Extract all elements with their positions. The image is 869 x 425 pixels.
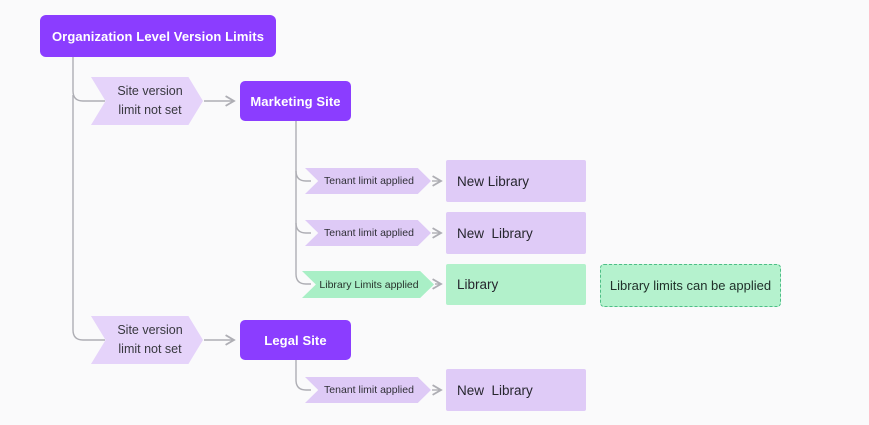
node-label: Marketing Site: [250, 93, 341, 109]
condition-label-line2: limit not set: [118, 103, 182, 117]
condition-label-line2: limit not set: [118, 342, 182, 356]
node-marketing-site[interactable]: Marketing Site: [240, 81, 351, 121]
connector-root-to-legal-condition: [72, 95, 105, 341]
condition-tenant-limit-applied-2[interactable]: Tenant limit applied: [305, 220, 431, 246]
condition-library-limits-applied[interactable]: Library Limits applied: [302, 271, 434, 298]
node-label: Organization Level Version Limits: [51, 28, 265, 44]
condition-label: Library Limits applied: [319, 278, 419, 291]
connector-marketing-trunk: [295, 121, 311, 285]
condition-site-version-limit-not-set-marketing[interactable]: Site version limit not set: [91, 77, 203, 125]
node-organization-version-limits[interactable]: Organization Level Version Limits: [40, 15, 276, 57]
condition-label-line1: Site version: [117, 84, 183, 98]
annotation-library-limits-can-be-applied[interactable]: Library limits can be applied: [600, 264, 781, 307]
condition-tenant-limit-applied-1[interactable]: Tenant limit applied: [305, 168, 431, 194]
condition-tenant-limit-applied-3[interactable]: Tenant limit applied: [305, 377, 431, 403]
node-label: New Library: [457, 173, 530, 189]
connector-root-to-marketing-condition: [72, 57, 105, 102]
condition-label: Tenant limit applied: [324, 384, 414, 396]
node-label: Library: [457, 277, 499, 292]
condition-label-line1: Site version: [117, 323, 183, 337]
condition-label: Tenant limit applied: [324, 227, 414, 239]
annotation-label: Library limits can be applied: [609, 278, 772, 293]
connector-marketing-branch-1: [295, 170, 311, 182]
condition-label: Tenant limit applied: [324, 175, 414, 187]
node-label: New Library: [457, 382, 533, 398]
condition-site-version-limit-not-set-legal[interactable]: Site version limit not set: [91, 316, 203, 364]
node-legal-site[interactable]: Legal Site: [240, 320, 351, 360]
node-new-library-2[interactable]: New Library: [446, 212, 586, 254]
connector-marketing-branch-2: [295, 222, 311, 234]
node-new-library-1[interactable]: New Library: [446, 160, 586, 202]
node-label: Legal Site: [264, 332, 327, 348]
node-label: New Library: [457, 225, 533, 241]
node-new-library-3[interactable]: New Library: [446, 369, 586, 411]
node-library[interactable]: Library: [446, 264, 586, 305]
connector-legal-trunk: [295, 360, 311, 391]
